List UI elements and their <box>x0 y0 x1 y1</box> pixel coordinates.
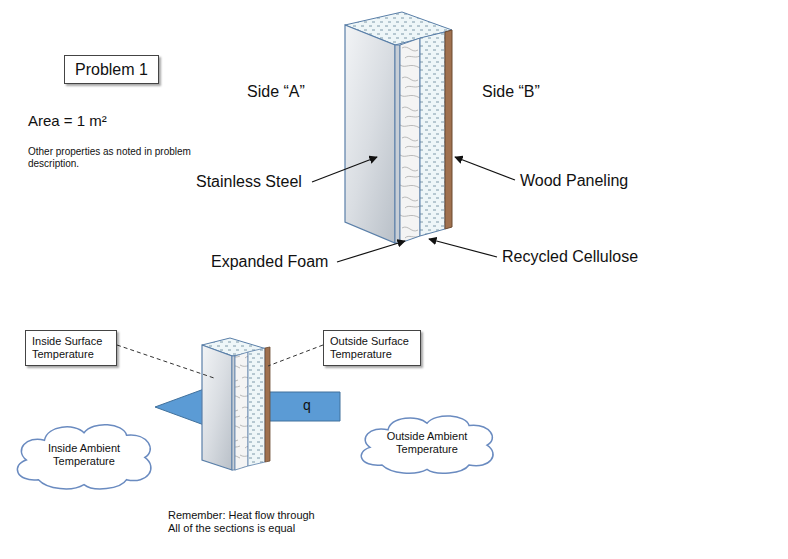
stainless-steel-face <box>345 25 395 243</box>
ambient-cloud: Inside Ambient Temperature <box>8 418 160 492</box>
layered-wall <box>345 12 452 243</box>
expanded-foam-layer <box>400 38 420 243</box>
annotation-text: Side “A” <box>247 82 305 101</box>
recycled-cellulose-layer <box>248 348 265 466</box>
annotation-text: Side “B” <box>482 82 540 101</box>
annotation-text: Recycled Cellulose <box>502 247 638 266</box>
cloud-shape <box>17 425 151 489</box>
flow-symbol: q <box>303 397 311 414</box>
stainless-steel-edge <box>395 45 400 243</box>
wood-paneling-layer <box>265 347 270 462</box>
stainless-steel-face <box>202 345 232 470</box>
node-text: Problem 1 <box>75 60 148 79</box>
recycled-cellulose-layer <box>420 32 445 236</box>
leader-arrow <box>312 157 377 182</box>
wood-paneling-layer <box>445 30 452 229</box>
leader-arrow <box>429 239 497 257</box>
leader-arrow <box>337 241 405 262</box>
node-text: Outside Surface Temperature <box>330 335 414 361</box>
ambient-cloud: Outside Ambient Temperature <box>352 410 502 476</box>
node-text: Inside Surface Temperature <box>32 335 110 361</box>
stainless-steel-edge <box>232 356 235 470</box>
annotation-text: Expanded Foam <box>211 252 328 271</box>
label-box: Problem 1 <box>64 55 159 84</box>
annotation-text: Stainless Steel <box>196 172 302 191</box>
cloud-shape <box>361 416 493 473</box>
expanded-foam-layer <box>235 352 248 470</box>
dashed-pointer <box>117 345 214 378</box>
dashed-pointer <box>268 345 323 366</box>
label-box: Inside Surface Temperature <box>25 330 117 366</box>
node-text: Outside Ambient Temperature <box>377 430 477 456</box>
small-layered-wall <box>202 338 270 470</box>
annotation-text: Wood Paneling <box>520 171 628 190</box>
annotation-text: Area = 1 m² <box>28 112 107 130</box>
node-text: Inside Ambient Temperature <box>34 442 134 468</box>
leader-arrow <box>455 157 515 180</box>
annotation-text: Remember: Heat flow through All of the s… <box>168 509 328 535</box>
annotation-text: Other properties as noted in problem des… <box>28 146 193 170</box>
label-box: Outside Surface Temperature <box>323 330 421 366</box>
